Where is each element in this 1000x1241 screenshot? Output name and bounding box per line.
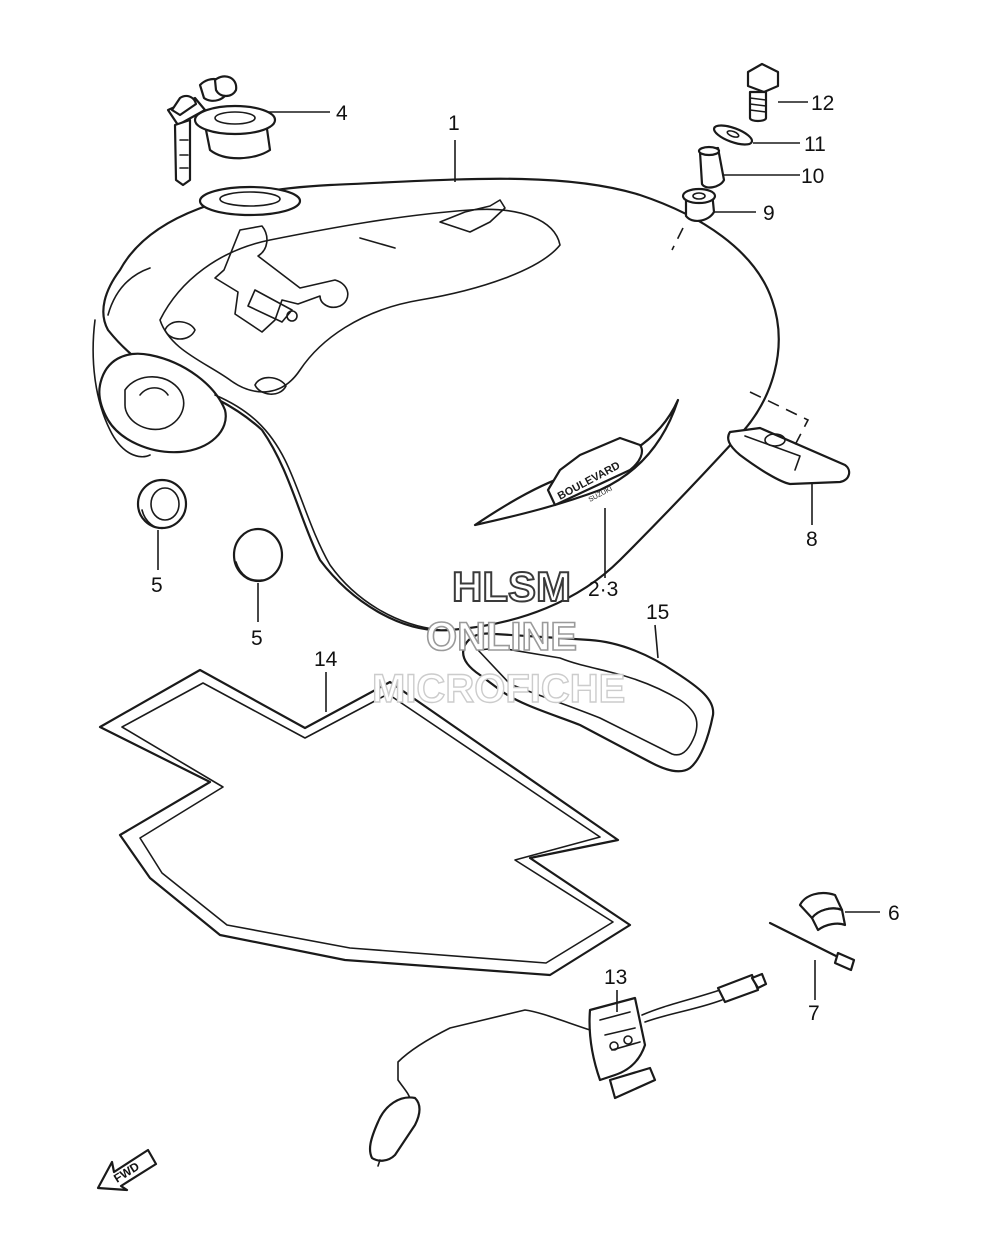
- callout-4: 4: [336, 102, 348, 125]
- callout-7: 7: [808, 1002, 820, 1025]
- wire-7: [768, 921, 856, 972]
- callout-6: 6: [888, 902, 900, 925]
- rear-cushion-8: [727, 391, 851, 486]
- watermark-line-1: HLSM: [452, 563, 571, 610]
- leader-lines: [157, 101, 880, 1012]
- watermark-line-2: ONLINE: [426, 615, 577, 659]
- callout-9: 9: [763, 202, 775, 225]
- callout-5a: 5: [151, 574, 163, 597]
- callout-8: 8: [806, 528, 818, 551]
- fwd-direction-arrow: FWD: [96, 1148, 158, 1192]
- callout-11: 11: [804, 133, 826, 156]
- callout-5b: 5: [251, 627, 263, 650]
- gasket-15: [462, 632, 715, 773]
- callout-13: 13: [604, 966, 627, 989]
- mounting-bolt-stack: [671, 62, 780, 251]
- watermark: HLSM ONLINE MICROFICHE: [371, 562, 626, 712]
- heat-shield-14: [98, 668, 632, 977]
- fuel-cap-assembly: [166, 75, 277, 187]
- callout-2-3: 2·3: [588, 578, 618, 601]
- grommet-5a: [136, 478, 188, 530]
- callout-15: 15: [646, 601, 669, 624]
- callout-10: 10: [801, 165, 824, 188]
- clamp-6: [798, 891, 847, 932]
- callout-1: 1: [448, 112, 460, 135]
- callout-12: 12: [811, 92, 834, 115]
- callout-numbers: 1 2·3 4 5 5 6 7 8 9 10 11 12 13 14 15: [151, 92, 900, 1025]
- watermark-line-3: MICROFICHE: [372, 667, 625, 711]
- plug-cap-5b: [232, 527, 284, 583]
- callout-14: 14: [314, 648, 338, 671]
- fuel-tank: BOULEVARD SUZUKI: [92, 177, 780, 632]
- fuel-level-gauge-13: [368, 972, 768, 1167]
